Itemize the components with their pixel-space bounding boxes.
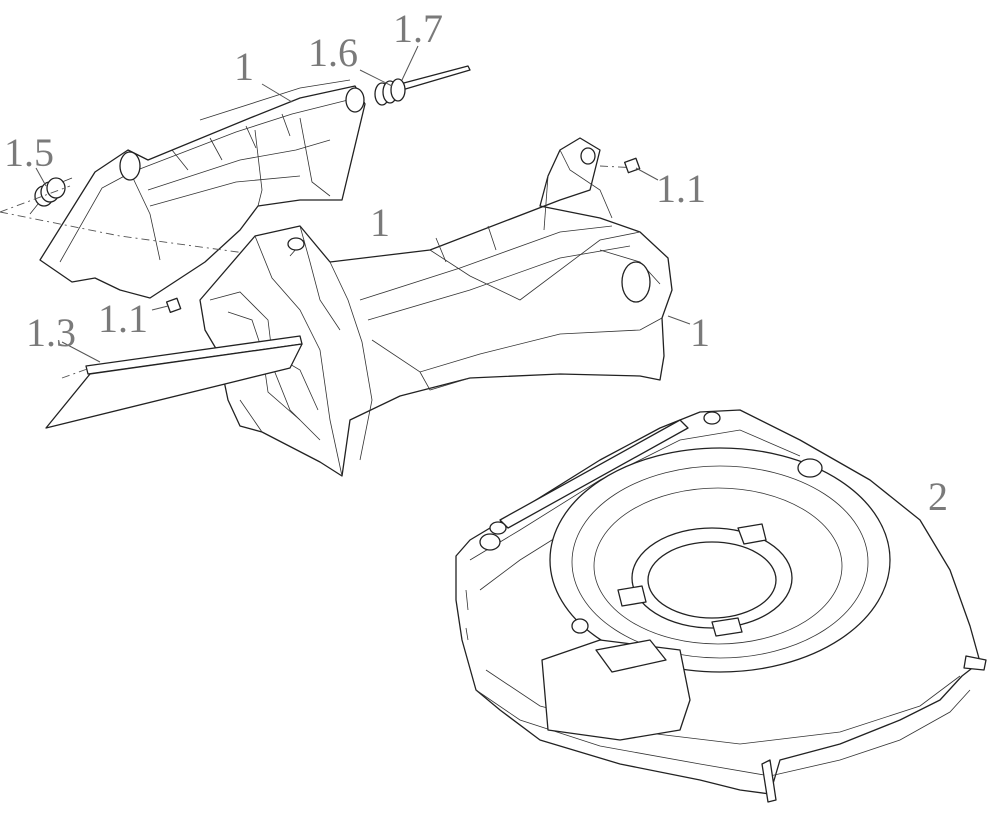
label-1-right: 1 — [690, 310, 710, 355]
label-1-top: 1 — [234, 44, 254, 89]
leader-lines — [35, 45, 691, 363]
label-1-mid: 1 — [370, 200, 390, 245]
spring-left — [29, 177, 73, 215]
label-1-3: 1.3 — [26, 310, 76, 355]
label-1-6: 1.6 — [308, 30, 358, 75]
rear-housing — [199, 137, 673, 477]
label-1-1-right: 1.1 — [656, 166, 706, 211]
label-2: 2 — [928, 474, 948, 519]
spring-right — [374, 78, 406, 106]
label-1-5: 1.5 — [4, 130, 54, 175]
nut-right — [624, 157, 641, 174]
label-1-7: 1.7 — [393, 6, 443, 51]
shaft-with-flap — [45, 335, 303, 429]
nut-left — [165, 297, 182, 313]
pin-rod — [399, 65, 471, 91]
label-1-1-left: 1.1 — [98, 296, 148, 341]
rear-flap — [39, 79, 366, 299]
mower-deck — [455, 409, 987, 803]
